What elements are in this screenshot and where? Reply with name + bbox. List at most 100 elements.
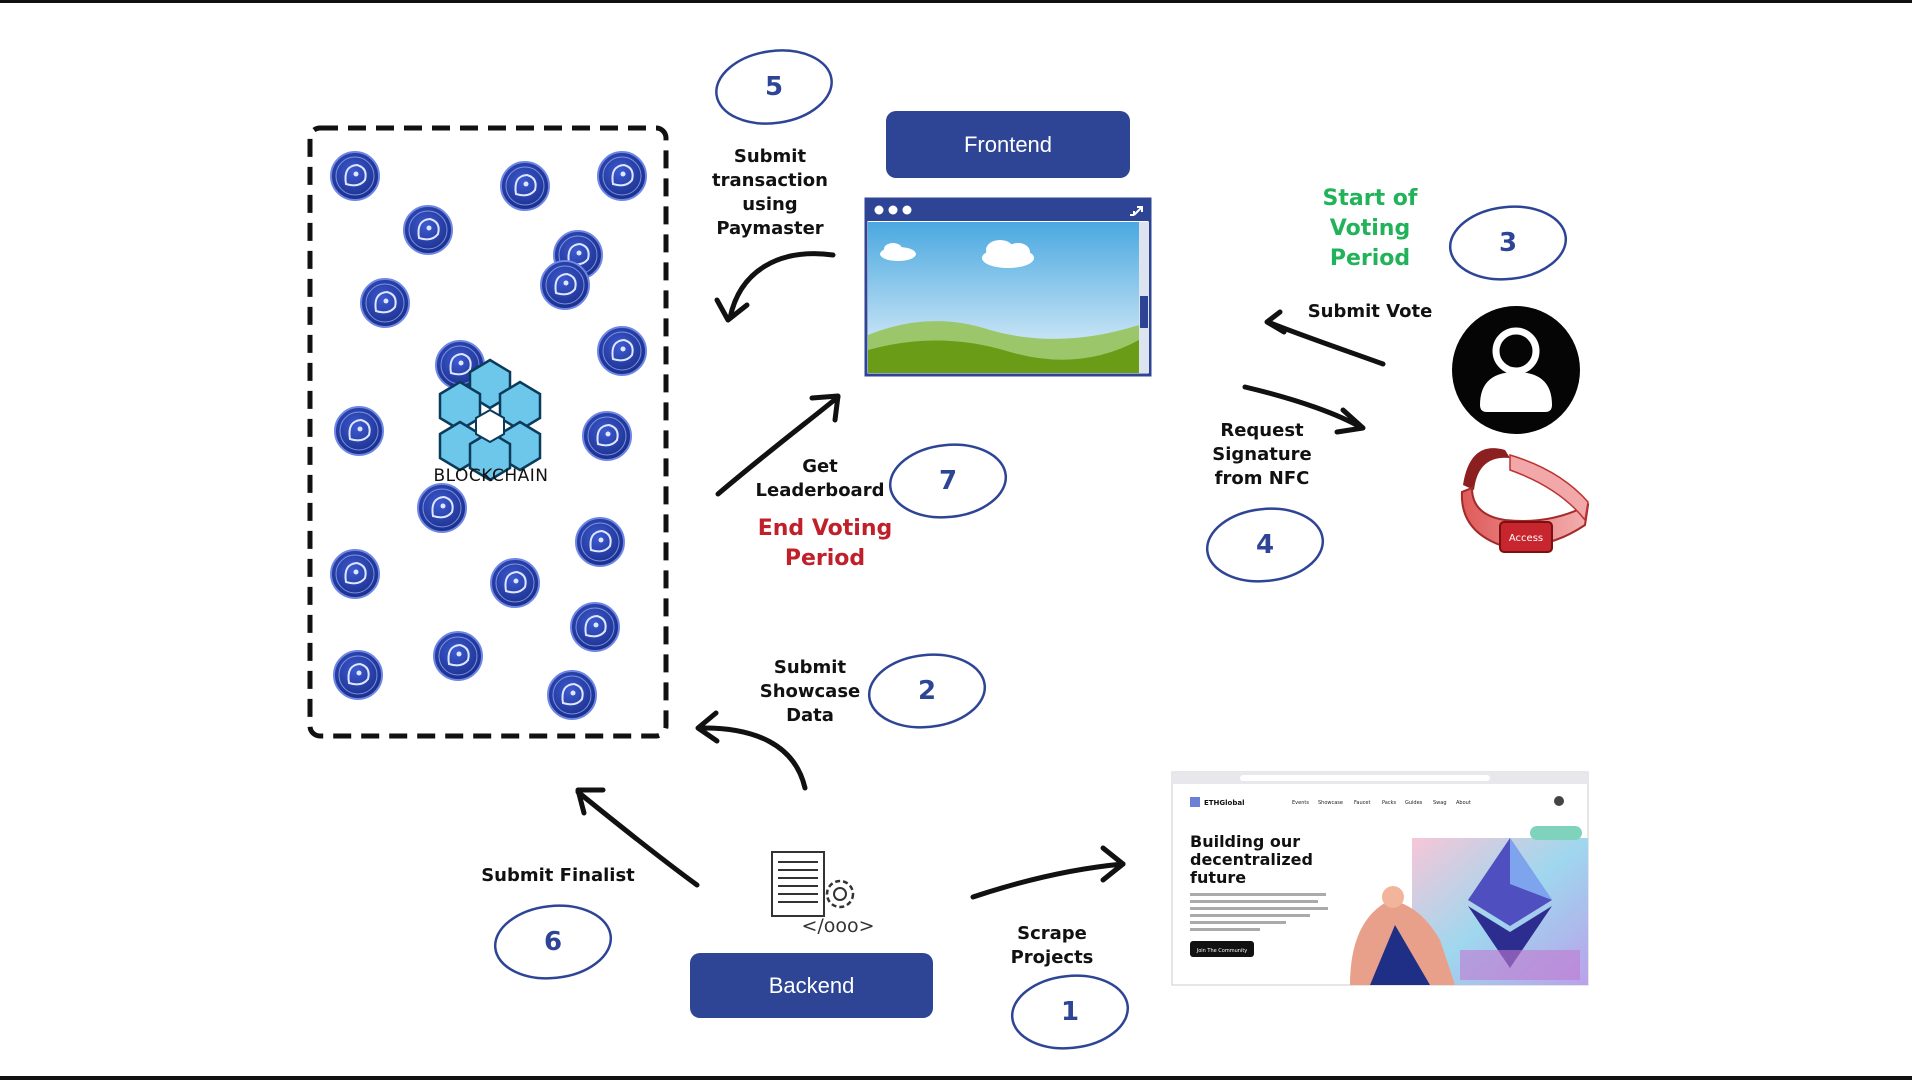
ape-coin-icon	[334, 406, 384, 456]
ape-coin-icon	[330, 549, 380, 599]
arrowhead-step1	[1100, 845, 1126, 883]
step1-label: Scrape Projects	[992, 922, 1112, 970]
arrowhead-step2	[695, 710, 720, 744]
ape-coin-icon	[500, 161, 550, 211]
ape-coin-icon	[333, 650, 383, 700]
step4-label-line: Request	[1220, 420, 1304, 441]
step-number-text: 6	[543, 927, 563, 957]
ape-coin-icon	[597, 326, 647, 376]
code-icon-text: </ooo>	[801, 915, 874, 937]
ape-coin-icon	[570, 602, 620, 652]
ape-coin-icon	[403, 205, 453, 255]
submit-vote-label: Submit Vote	[1300, 300, 1440, 324]
ape-coin-icon	[582, 411, 632, 461]
ape-coin-icon	[330, 151, 380, 201]
eth-headline-line: decentralized	[1190, 850, 1313, 869]
submit-vote-line: Submit Vote	[1307, 301, 1433, 322]
page-background	[0, 3, 1912, 1076]
arrowhead-step6	[575, 787, 606, 816]
blockchain-logo-icon	[438, 358, 542, 482]
step4-label-line: from NFC	[1214, 468, 1310, 489]
arrow-step1	[970, 861, 1126, 900]
step-number-text: 1	[1060, 997, 1080, 1027]
step2-label-line: Showcase	[759, 681, 861, 702]
step-number-text: 7	[938, 466, 958, 496]
step7-label-line: Leaderboard	[755, 480, 885, 501]
backend-box: Backend	[690, 953, 933, 1018]
top-frame-bar	[0, 0, 1912, 3]
step6-label: Submit Finalist	[468, 864, 648, 888]
blockchain-label: BLOCKCHAIN	[433, 466, 548, 486]
ape-coin-icon	[597, 151, 647, 201]
step5-label-line: Paymaster	[716, 218, 824, 239]
start-voting-label: Start of Voting Period	[1300, 184, 1440, 274]
blockchain-container	[307, 125, 669, 739]
eth-headline-line: future	[1190, 868, 1246, 887]
step5-label-line: transaction	[712, 170, 828, 191]
arrowhead-submit-vote	[1264, 309, 1287, 335]
eth-nav-item: Faucet	[1354, 800, 1370, 806]
step2-label-line: Data	[786, 705, 834, 726]
step4-label: Request Signature from NFC	[1192, 419, 1332, 491]
step-number-3: 3	[1448, 203, 1568, 283]
ape-coin-icon	[417, 483, 467, 533]
bottom-frame-bar	[0, 1076, 1912, 1080]
step7-label-line: Get	[802, 456, 838, 477]
nfc-wristband-icon: Access	[1460, 448, 1590, 553]
user-avatar-icon	[1452, 306, 1580, 434]
eth-nav-item: Events	[1292, 800, 1309, 806]
eth-nav-item: Packs	[1382, 800, 1396, 806]
step-number-2: 2	[867, 651, 987, 731]
step5-label: Submit transaction using Paymaster	[700, 145, 840, 241]
coin-group	[330, 151, 647, 720]
ape-coin-icon	[540, 260, 590, 310]
step2-label-line: Submit	[773, 657, 847, 678]
ape-coin-icon	[575, 517, 625, 567]
end-voting-label: End Voting Period	[745, 514, 905, 574]
step-number-text: 4	[1255, 530, 1275, 560]
eth-nav-item: About	[1456, 800, 1471, 806]
step-number-text: 2	[917, 676, 937, 706]
step-number-5: 5	[714, 47, 834, 127]
arrow-group	[575, 251, 1386, 900]
wristband-text: Access	[1509, 533, 1543, 544]
eth-nav-item: Swag	[1433, 800, 1447, 806]
step-number-4: 4	[1205, 505, 1325, 585]
arrowhead-step7	[809, 393, 841, 423]
arrowhead-request-signature	[1334, 407, 1366, 435]
eth-cta-button: Join The Community	[1196, 948, 1248, 954]
step-number-6: 6	[493, 902, 613, 982]
step1-label-line: Projects	[1010, 947, 1094, 968]
step5-label-line: using	[742, 194, 798, 215]
step2-label: Submit Showcase Data	[750, 656, 870, 728]
eth-nav-item: Showcase	[1318, 800, 1343, 806]
step-number-text: 5	[764, 72, 784, 102]
step4-label-line: Signature	[1212, 444, 1312, 465]
frontend-box: Frontend	[886, 111, 1130, 178]
server-code-icon: </ooo>	[771, 851, 875, 937]
arrowhead-step5	[714, 297, 750, 323]
start-voting-line: Period	[1329, 246, 1411, 271]
start-voting-line: Start of	[1322, 186, 1418, 211]
eth-headline-line: Building our	[1190, 832, 1300, 851]
arrow-step6	[575, 789, 700, 888]
ape-coin-icon	[433, 631, 483, 681]
step6-label-line: Submit Finalist	[481, 865, 635, 886]
step-number-7: 7	[888, 441, 1008, 521]
arrow-step5	[727, 251, 836, 321]
browser-window-icon	[864, 197, 1152, 377]
start-voting-line: Voting	[1329, 216, 1411, 241]
step-number-1: 1	[1010, 972, 1130, 1052]
backend-box-label: Backend	[768, 972, 855, 998]
arrow-request-signature	[1242, 384, 1365, 431]
step-number-text: 3	[1498, 228, 1518, 258]
arrow-step2	[697, 725, 808, 791]
step5-label-line: Submit	[733, 146, 807, 167]
end-voting-line: Period	[784, 546, 866, 571]
step7-label: Get Leaderboard	[745, 455, 895, 503]
